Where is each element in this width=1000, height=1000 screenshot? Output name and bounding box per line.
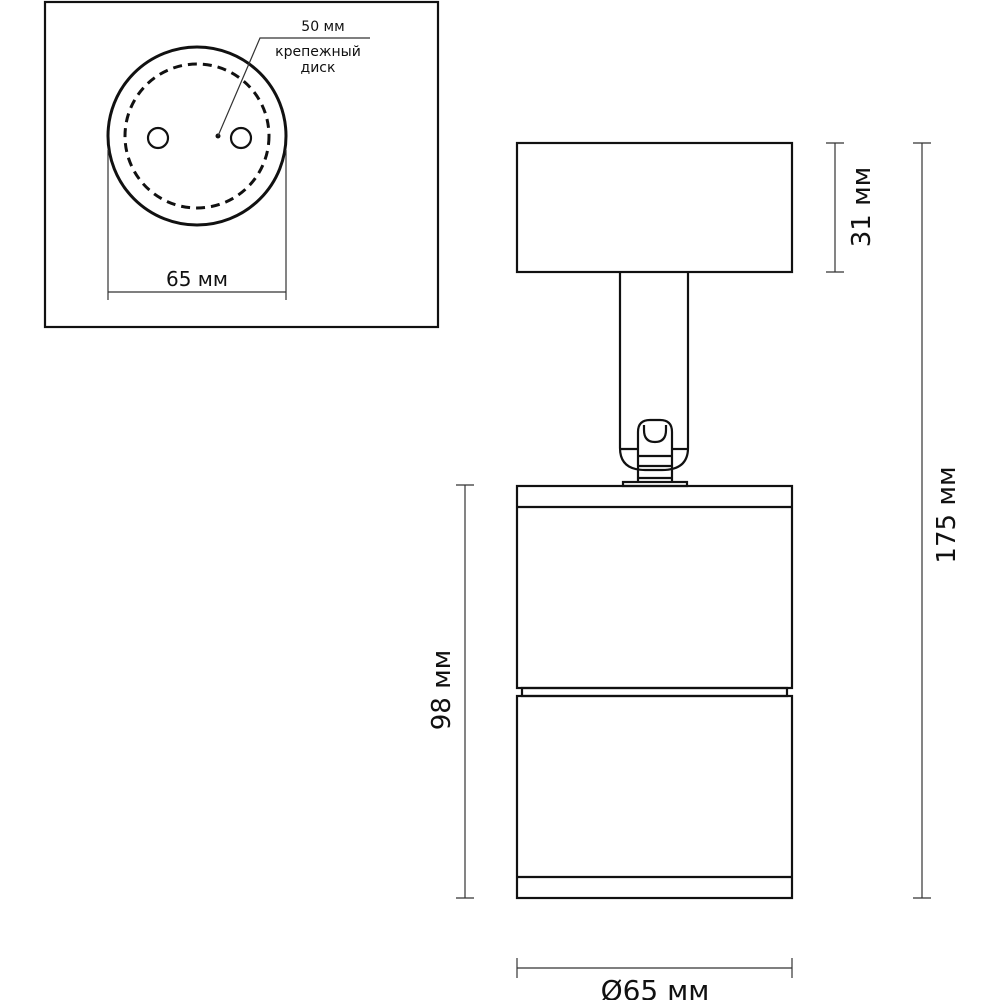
upper-body — [515, 484, 794, 690]
disk-label-line1: крепежный — [275, 44, 361, 60]
top-view-inset: 50 мм крепежный диск 65 мм — [43, 0, 440, 329]
disk-label-line2: диск — [301, 60, 336, 76]
inset-frame — [43, 0, 440, 329]
mounting-disk-dashed-circle — [123, 62, 271, 210]
stem-arm — [618, 272, 690, 472]
total-height-label: 175 мм — [932, 466, 962, 563]
mounting-hole-left — [146, 126, 170, 150]
ceiling-base — [515, 141, 794, 274]
mounting-hole-right — [229, 126, 253, 150]
body-gap-ring — [520, 686, 789, 698]
lower-body — [515, 694, 794, 900]
body-diameter-label: Ø65 мм — [601, 974, 710, 1000]
pivot-screw — [642, 425, 668, 444]
dimension-31: 31 мм — [826, 142, 877, 273]
disk-diameter-label: 50 мм — [301, 19, 344, 35]
base-height-label: 31 мм — [847, 167, 877, 248]
body-height-label: 98 мм — [427, 650, 457, 731]
disk-leader-line — [217, 37, 370, 137]
dimension-175: 175 мм — [913, 142, 962, 899]
base-diameter-label: 65 мм — [166, 267, 228, 291]
side-view — [515, 141, 794, 900]
dimension-98: 98 мм — [427, 484, 474, 899]
dimension-65: Ø65 мм — [516, 958, 793, 1000]
pivot-knuckle — [636, 418, 674, 482]
base-outline-circle — [106, 45, 288, 227]
